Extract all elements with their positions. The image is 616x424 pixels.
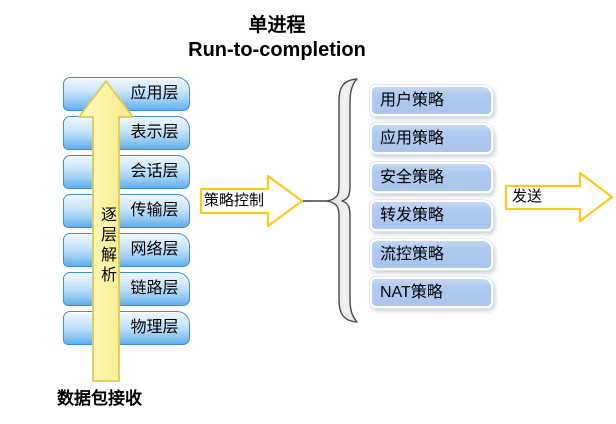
packet-receive-label: 数据包接收 (57, 389, 142, 408)
send-arrow-shape (504, 171, 614, 223)
policy-label: NAT策略 (380, 283, 443, 301)
policy-box-user: 用户策略 (370, 85, 493, 116)
policy-label: 用户策略 (380, 91, 445, 109)
osi-layer-box-session: 会话层 (63, 155, 190, 189)
osi-layer-label: 物理层 (130, 319, 179, 336)
osi-layer-label: 应用层 (130, 85, 179, 102)
policy-box-security: 安全策略 (370, 162, 493, 193)
osi-layer-box-network: 网络层 (63, 233, 190, 267)
policy-control-arrow-shape (199, 174, 304, 228)
osi-layer-box-link: 链路层 (63, 272, 190, 306)
policy-label: 应用策略 (380, 129, 445, 147)
title-line-english: Run-to-completion (188, 39, 366, 61)
policy-box-forward: 转发策略 (370, 200, 493, 231)
policy-label: 转发策略 (380, 206, 445, 224)
up-arrow-shape (78, 80, 134, 382)
osi-layer-label: 网络层 (130, 241, 179, 258)
title-line-chinese: 单进程 (248, 15, 306, 36)
send-arrow-label: 发送 (512, 188, 543, 205)
policy-control-arrow-label: 策略控制 (204, 192, 265, 209)
osi-layer-label: 会话层 (130, 163, 179, 180)
brace-shape (326, 78, 358, 323)
osi-layer-box-application: 应用层 (63, 77, 190, 111)
parse-arrow-label: 逐层解析 (98, 206, 115, 286)
osi-layer-box-physical: 物理层 (63, 311, 190, 345)
osi-layer-label: 表示层 (130, 124, 179, 141)
policy-label: 流控策略 (380, 245, 445, 263)
policy-box-app: 应用策略 (370, 123, 493, 154)
osi-layer-label: 链路层 (130, 280, 179, 297)
policy-box-nat: NAT策略 (370, 277, 493, 308)
osi-layer-box-transport: 传输层 (63, 194, 190, 228)
osi-layer-label: 传输层 (130, 202, 179, 219)
policy-label: 安全策略 (380, 168, 445, 186)
policy-box-flowctrl: 流控策略 (370, 239, 493, 270)
diagram-title: 单进程 Run-to-completion (120, 14, 434, 62)
